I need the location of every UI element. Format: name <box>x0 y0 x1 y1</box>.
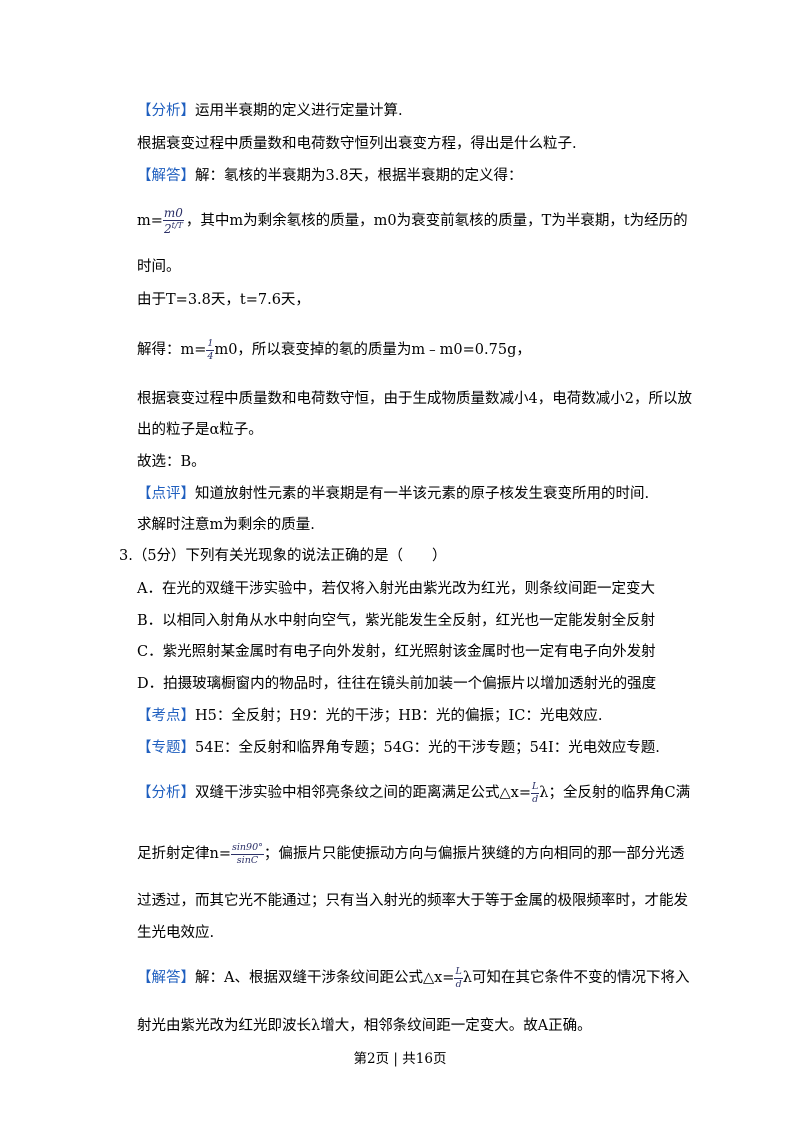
answer-1a: 解：A、根据双缝干涉条纹间距公式△x= <box>195 970 455 986</box>
answer-1b: λ可知在其它条件不变的情况下将入 <box>462 970 690 986</box>
formula-prefix: m= <box>137 213 163 229</box>
formula-denominator: 2 <box>163 222 172 236</box>
q3-option-c: C．紫光照射某金属时有电子向外发射，红光照射该金属时也一定有电子向外发射 <box>137 644 656 660</box>
frac2-num: sin90° <box>231 842 264 855</box>
answer-text: 解：氡核的半衰期为3.8天，根据半衰期的定义得： <box>195 168 523 184</box>
s1-choice-line: 故选：B。 <box>137 454 206 470</box>
analysis-2a: 足折射定律n= <box>137 846 231 862</box>
q3-option-d: D．拍摄玻璃橱窗内的物品时，往往在镜头前加装一个偏振片以增加透射光的强度 <box>137 676 657 692</box>
frac1-den: d <box>532 793 539 805</box>
frac3-num: L <box>454 966 463 979</box>
zhuanti-text: 54E：全反射和临界角专题；54G：光的干涉专题；54I：光电效应专题. <box>195 740 660 756</box>
analysis-1b: λ；全反射的临界角C满 <box>539 785 691 801</box>
solve-numerator: 1 <box>206 338 215 351</box>
kaodian-text: H5：全反射；H9：光的干涉；HB：光的偏振；IC：光电效应. <box>195 708 603 724</box>
page-footer: 第2页 | 共16页 <box>353 1051 447 1067</box>
q3-option-a: A．在光的双缝干涉实验中，若仅将入射光由紫光改为红光，则条纹间距一定变大 <box>137 581 655 597</box>
comment-tag: 【点评】 <box>137 486 195 502</box>
q3-answer-line2: 射光由紫光改为红光即波长λ增大，相邻条纹间距一定变大。故A正确。 <box>137 1018 592 1034</box>
q3-option-b: B．以相同入射角从水中射向空气，紫光能发生全反射，红光也一定能发射全反射 <box>137 613 656 629</box>
q3-analysis-line3: 过透过，而其它光不能通过；只有当入射光的频率大于等于金属的极限频率时，才能发 <box>137 893 688 909</box>
refraction-fraction: sin90°sinC <box>231 843 264 865</box>
solve-after: m0，所以衰变掉的氡的质量为m﹣m0=0.75g， <box>214 342 531 358</box>
s1-conserve-line1: 根据衰变过程中质量数和电荷数守恒，由于生成物质量数减小4，电荷数减小2，所以放 <box>137 391 692 407</box>
frac1-num: L <box>530 781 540 794</box>
q3-stem: 3.（5分）下列有关光现象的说法正确的是（ ） <box>119 548 447 564</box>
q3-zhuanti-line: 【专题】54E：全反射和临界角专题；54G：光的干涉专题；54I：光电效应专题. <box>137 738 660 758</box>
s1-analysis-line2: 根据衰变过程中质量数和电荷数守恒列出衰变方程，得出是什么粒子. <box>137 136 577 152</box>
q3-analysis-line4: 生光电效应. <box>137 925 215 941</box>
q3-analysis-tag: 【分析】 <box>137 785 195 801</box>
comment-text: 知道放射性元素的半衰期是有一半该元素的原子核发生衰变所用的时间. <box>195 486 650 502</box>
analysis-1a: 双缝干涉实验中相邻亮条纹之间的距离满足公式△x= <box>195 785 531 801</box>
formula-after: ，其中m为剩余氡核的质量，m0为衰变前氡核的质量，T为半衰期，t为经历的 <box>185 213 688 229</box>
formula-exponent: t/T <box>171 221 183 230</box>
s1-analysis-line: 【分析】运用半衰期的定义进行定量计算. <box>137 101 403 121</box>
frac3-den: d <box>455 978 462 990</box>
solve-denominator: 4 <box>207 350 214 362</box>
s1-formula-cont: 时间。 <box>137 259 181 275</box>
answer-tag: 【解答】 <box>137 168 195 184</box>
s1-answer-line: 【解答】解：氡核的半衰期为3.8天，根据半衰期的定义得： <box>137 166 523 186</box>
formula-numerator: m0 <box>162 206 184 221</box>
analysis-2b: ；偏振片只能使振动方向与偏振片狭缝的方向相同的那一部分光透 <box>263 846 685 862</box>
q3-answer-tag: 【解答】 <box>137 970 195 986</box>
s1-comment-line2: 求解时注意m为剩余的质量. <box>137 517 315 533</box>
s1-conserve-line2: 出的粒子是α粒子。 <box>137 422 263 438</box>
frac2-den: sinC <box>236 854 259 866</box>
s1-comment-line: 【点评】知道放射性元素的半衰期是有一半该元素的原子核发生衰变所用的时间. <box>137 484 649 504</box>
solve-prefix: 解得：m= <box>137 342 207 358</box>
zhuanti-tag: 【专题】 <box>137 740 195 756</box>
q3-analysis-line2: 足折射定律n=sin90°sinC；偏振片只能使振动方向与偏振片狭缝的方向相同的… <box>137 843 684 865</box>
s1-since-line: 由于T=3.8天，t=7.6天， <box>137 292 310 308</box>
analysis-tag: 【分析】 <box>137 103 195 119</box>
analysis-text: 运用半衰期的定义进行定量计算. <box>195 103 403 119</box>
kaodian-tag: 【考点】 <box>137 708 195 724</box>
q3-kaodian-line: 【考点】H5：全反射；H9：光的干涉；HB：光的偏振；IC：光电效应. <box>137 706 602 726</box>
